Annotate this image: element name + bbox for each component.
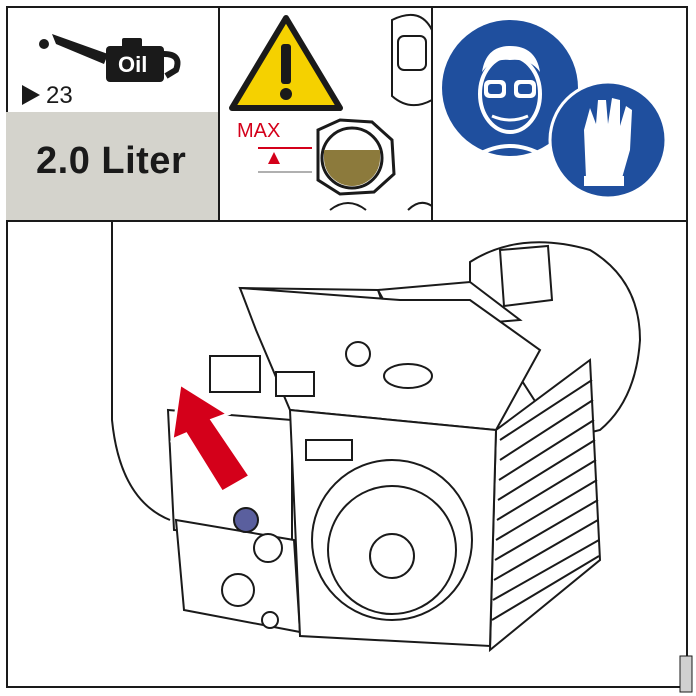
oil-quantity: 2.0 Liter (36, 140, 187, 182)
page-reference-number: 23 (46, 82, 73, 109)
ppe-cell (431, 6, 688, 222)
max-level-label: MAX (237, 120, 281, 142)
instruction-frame (6, 6, 688, 688)
pointer-arrow-icon (22, 85, 40, 105)
oil-level-cell (218, 6, 433, 222)
oil-can-label: Oil (118, 52, 148, 77)
page-reference: 23 (22, 82, 73, 110)
oil-quantity-cell (6, 112, 220, 222)
